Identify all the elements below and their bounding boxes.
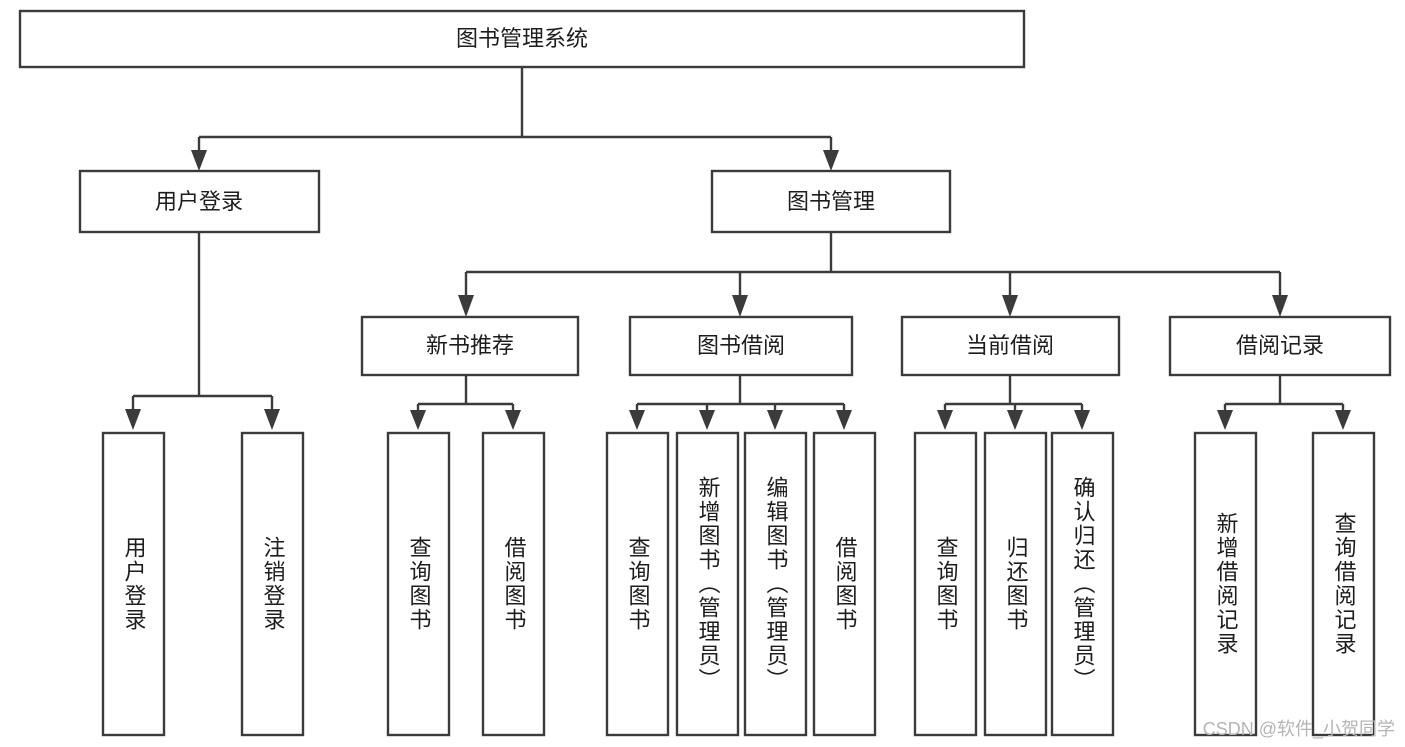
node-leaf-recommend-query-book[interactable]: 查询图书: [386, 431, 451, 737]
node-book-borrow[interactable]: 图书借阅: [628, 315, 854, 377]
node-box-borrow-record: [1168, 315, 1392, 377]
node-box-leaf-borrow-borrow-book: [812, 431, 877, 737]
node-box-leaf-return-book: [983, 431, 1048, 737]
arrowhead-leaf-confirm-return: [1074, 410, 1090, 430]
node-label-new-book-recommend: 新书推荐: [426, 333, 514, 358]
node-label-borrow-record: 借阅记录: [1236, 333, 1324, 358]
node-label-current-borrow: 当前借阅: [966, 333, 1054, 358]
arrowhead-leaf-query-book-3: [937, 410, 953, 430]
arrowhead-leaf-edit-book: [767, 410, 783, 430]
node-box-leaf-add-borrow-record: [1193, 431, 1258, 737]
arrowhead-leaf-borrow-book-1: [505, 410, 521, 430]
node-book-management[interactable]: 图书管理: [710, 169, 952, 234]
node-box-leaf-user-login: [101, 431, 166, 737]
node-label-leaf-current-query-book: 查询图书: [934, 536, 959, 632]
node-user-login[interactable]: 用户登录: [78, 169, 321, 234]
arrowhead-leaf-add-book: [699, 410, 715, 430]
node-label-leaf-recommend-query-book: 查询图书: [407, 536, 432, 632]
arrowhead-leaf-query-book-2: [629, 410, 645, 430]
arrowhead-leaf-return-book: [1007, 410, 1023, 430]
node-label-leaf-user-login: 用户登录: [122, 536, 147, 632]
node-label-leaf-borrow-query-book: 查询图书: [626, 536, 651, 632]
node-leaf-borrow-query-book[interactable]: 查询图书: [605, 431, 670, 737]
node-box-leaf-recommend-query-book: [386, 431, 451, 737]
node-box-leaf-add-book: [675, 431, 740, 737]
node-label-leaf-borrow-borrow-book: 借阅图书: [833, 536, 858, 632]
arrowhead-leaf-query-record: [1335, 410, 1351, 430]
node-box-leaf-recommend-borrow-book: [481, 431, 546, 737]
node-box-leaf-edit-book: [743, 431, 808, 737]
node-box-leaf-borrow-query-book: [605, 431, 670, 737]
node-leaf-confirm-return[interactable]: 确认归还（管理员）: [1050, 431, 1115, 737]
node-label-leaf-confirm-return: 确认归还（管理员）: [1071, 476, 1096, 692]
node-leaf-return-book[interactable]: 归还图书: [983, 431, 1048, 737]
node-label-root: 图书管理系统: [456, 26, 588, 51]
node-box-book-borrow: [628, 315, 854, 377]
node-box-book-management: [710, 169, 952, 234]
node-leaf-edit-book[interactable]: 编辑图书（管理员）: [743, 431, 808, 737]
node-box-leaf-query-borrow-record: [1311, 431, 1376, 737]
node-leaf-user-login[interactable]: 用户登录: [101, 431, 166, 737]
edges-group: [125, 67, 1351, 430]
arrowhead-user-login: [191, 150, 207, 171]
arrowhead-leaf-query-book-1: [410, 410, 426, 430]
node-label-user-login: 用户登录: [155, 189, 243, 214]
node-label-book-borrow: 图书借阅: [697, 333, 785, 358]
node-label-leaf-add-borrow-record: 新增借阅记录: [1214, 512, 1239, 656]
node-label-leaf-recommend-borrow-book: 借阅图书: [502, 536, 527, 632]
node-root-book-management-system[interactable]: 图书管理系统: [18, 9, 1026, 69]
node-box-new-book-recommend: [360, 315, 580, 377]
node-leaf-query-borrow-record[interactable]: 查询借阅记录: [1311, 431, 1376, 737]
node-label-leaf-add-book: 新增图书（管理员）: [696, 476, 721, 692]
node-leaf-add-book[interactable]: 新增图书（管理员）: [675, 431, 740, 737]
node-label-leaf-edit-book: 编辑图书（管理员）: [764, 476, 789, 692]
node-label-leaf-return-book: 归还图书: [1004, 536, 1029, 632]
arrowhead-leaf-add-record: [1217, 410, 1233, 430]
node-box-root: [18, 9, 1026, 69]
node-leaf-recommend-borrow-book[interactable]: 借阅图书: [481, 431, 546, 737]
arrowhead-leaf-user-login: [125, 409, 141, 430]
node-label-leaf-query-borrow-record: 查询借阅记录: [1332, 512, 1357, 656]
node-leaf-borrow-borrow-book[interactable]: 借阅图书: [812, 431, 877, 737]
node-current-borrow[interactable]: 当前借阅: [900, 315, 1121, 377]
node-box-user-login: [78, 169, 321, 234]
node-label-book-management: 图书管理: [787, 189, 875, 214]
node-box-leaf-current-query-book: [913, 431, 978, 737]
arrowhead-borrow-record: [1272, 295, 1288, 317]
node-box-leaf-logout: [240, 431, 305, 737]
arrowhead-book-borrow: [732, 295, 748, 317]
arrowhead-current-borrow: [1002, 295, 1018, 317]
node-box-current-borrow: [900, 315, 1121, 377]
node-leaf-current-query-book[interactable]: 查询图书: [913, 431, 978, 737]
node-leaf-add-borrow-record[interactable]: 新增借阅记录: [1193, 431, 1258, 737]
arrowhead-new-book-recommend: [458, 295, 474, 317]
arrowhead-leaf-borrow-book-2: [836, 410, 852, 430]
node-new-book-recommend[interactable]: 新书推荐: [360, 315, 580, 377]
node-borrow-record[interactable]: 借阅记录: [1168, 315, 1392, 377]
arrowhead-book-mgmt: [823, 150, 839, 171]
node-leaf-logout[interactable]: 注销登录: [240, 431, 305, 737]
node-label-leaf-logout: 注销登录: [261, 536, 286, 632]
node-box-leaf-confirm-return: [1050, 431, 1115, 737]
arrowhead-leaf-logout: [264, 409, 280, 430]
